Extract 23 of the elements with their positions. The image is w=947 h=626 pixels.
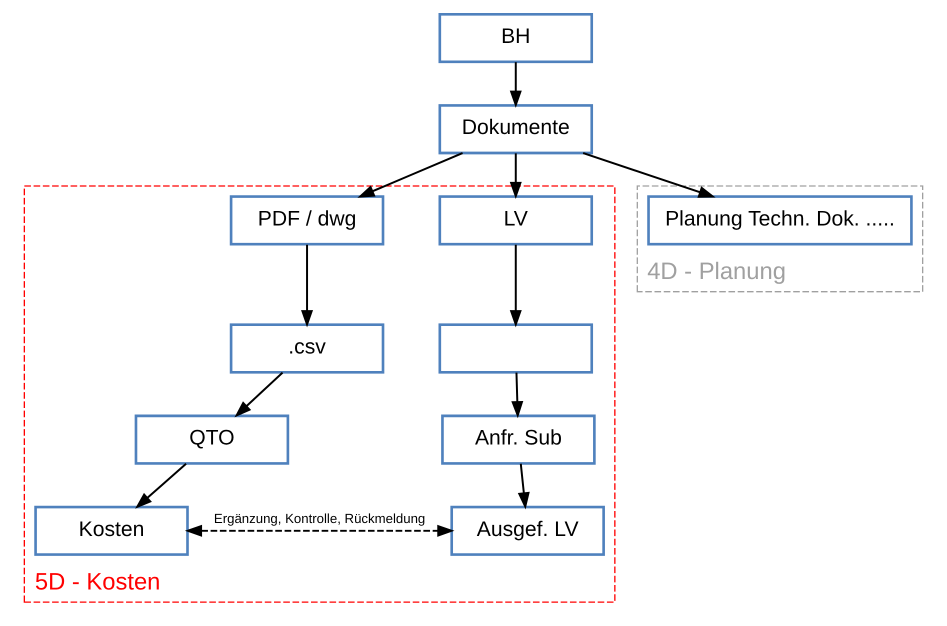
arrow xyxy=(234,371,284,417)
node-box: PDF / dwg xyxy=(230,194,384,245)
arrow xyxy=(510,62,522,108)
node-box: Kosten xyxy=(34,505,189,556)
arrow xyxy=(301,244,314,327)
arrow xyxy=(510,152,522,199)
arrow xyxy=(184,524,454,536)
node-box: BH xyxy=(438,12,594,63)
arrow xyxy=(510,244,522,327)
node-box: Dokumente xyxy=(438,104,594,154)
edge-label: Ergänzung, Kontrolle, Rückmeldung xyxy=(214,510,426,526)
node-box: .csv xyxy=(230,322,384,374)
node-box: QTO xyxy=(134,414,290,464)
node-box xyxy=(438,322,594,374)
node-box: Anfr. Sub xyxy=(441,414,596,464)
node-box: LV xyxy=(438,194,594,245)
node-box: Planung Techn. Dok. ..... xyxy=(647,194,913,245)
arrow xyxy=(357,152,463,198)
arrow xyxy=(582,152,716,198)
node-box: Ausgef. LV xyxy=(450,505,605,556)
arrow xyxy=(511,372,524,418)
arrow xyxy=(135,462,187,508)
arrow xyxy=(518,463,530,509)
